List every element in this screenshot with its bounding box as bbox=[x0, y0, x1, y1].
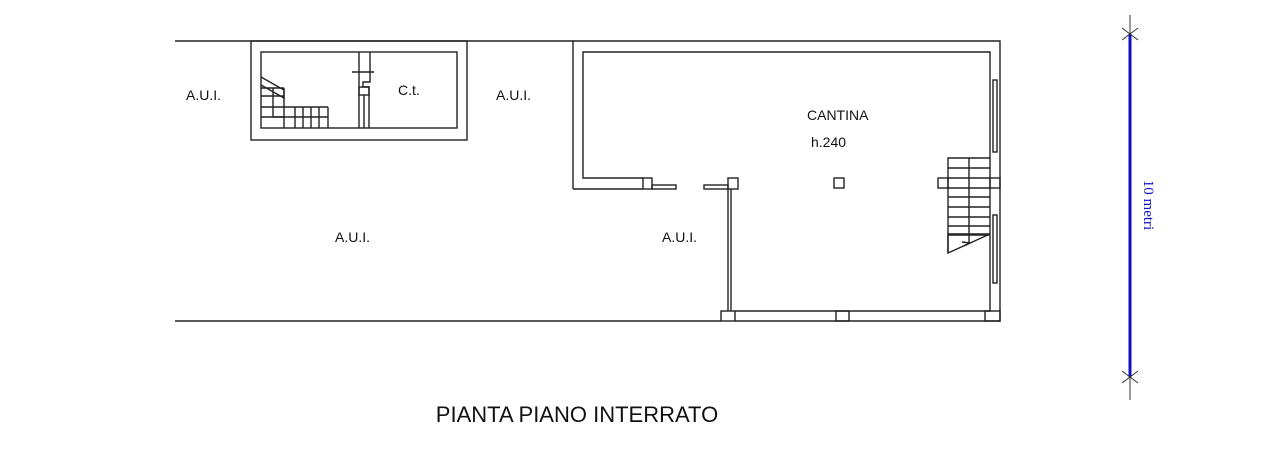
cantina-stair bbox=[937, 157, 991, 255]
small-stair bbox=[260, 76, 329, 128]
walls bbox=[175, 40, 1001, 322]
cantina-walls bbox=[572, 40, 1001, 322]
scale-label: 10 metri bbox=[1140, 180, 1156, 230]
plan-title: PIANTA PIANO INTERRATO bbox=[436, 402, 718, 427]
room-label-aui: A.U.I. bbox=[186, 87, 221, 103]
room-label-aui: A.U.I. bbox=[335, 229, 370, 245]
room-label-ct: C.t. bbox=[398, 82, 420, 98]
room-height-label: h.240 bbox=[811, 134, 846, 150]
scale-bar: 10 metri bbox=[1121, 15, 1156, 400]
ct-block bbox=[250, 40, 468, 141]
room-label-aui: A.U.I. bbox=[496, 87, 531, 103]
room-label-cantina: CANTINA bbox=[807, 107, 869, 123]
room-label-aui: A.U.I. bbox=[662, 229, 697, 245]
